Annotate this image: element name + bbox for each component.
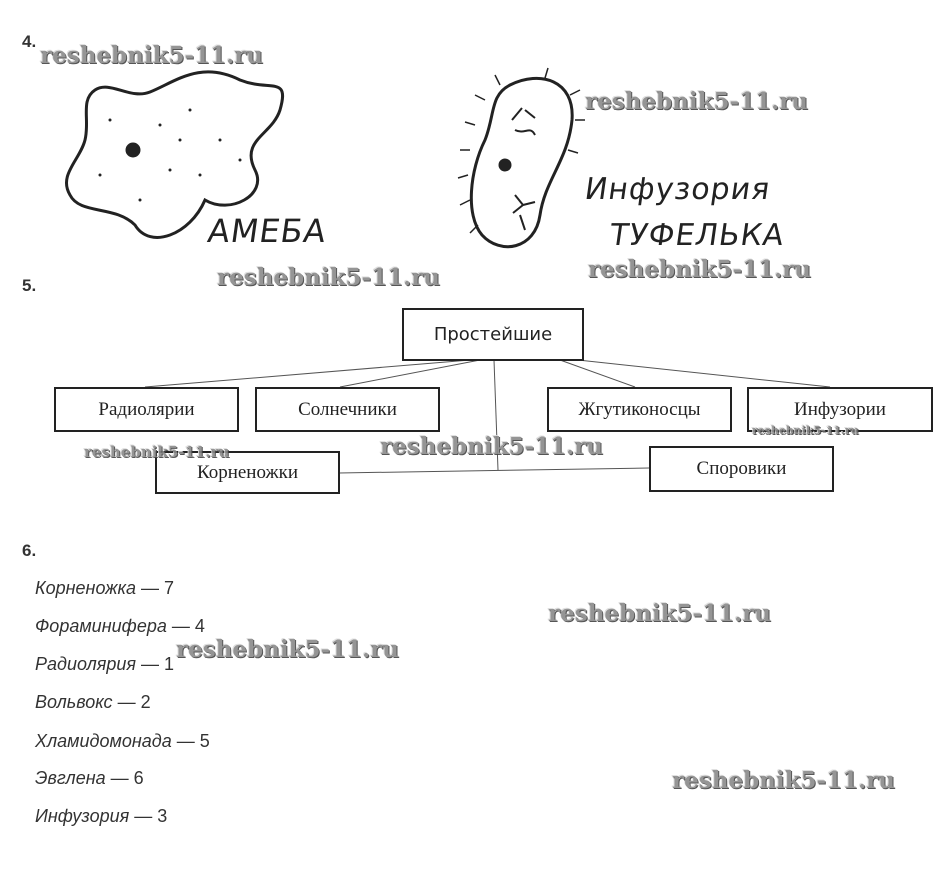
paramecium-label-line2: ТУФЕЛЬКА bbox=[607, 218, 787, 253]
diagram-box-radiolaria: Радиолярии bbox=[54, 387, 239, 432]
list-item: Инфузория — 3 bbox=[35, 806, 168, 826]
list-item: Фораминифера — 4 bbox=[35, 616, 205, 636]
list-item: Эвглена — 6 bbox=[35, 768, 144, 788]
watermark: reshebnik5-11.ru bbox=[588, 256, 811, 283]
watermark: reshebnik5-11.ru bbox=[380, 433, 603, 460]
diagram-root-box: Простейшие bbox=[402, 308, 584, 361]
diagram-box-sporozoa: Споровики bbox=[649, 446, 834, 492]
task-5-number: 5. bbox=[22, 276, 37, 295]
watermark: reshebnik5-11.ru bbox=[217, 264, 440, 291]
list-item: Радиолярия — 1 bbox=[35, 654, 175, 674]
diagram-box-rhizopoda: Корненожки bbox=[155, 451, 340, 494]
task-4-number: 4. bbox=[22, 32, 37, 51]
amoeba-label: АМЕБА bbox=[205, 212, 330, 250]
watermark: reshebnik5-11.ru bbox=[672, 767, 895, 794]
task-6-number: 6. bbox=[22, 541, 37, 560]
watermark: reshebnik5-11.ru bbox=[40, 42, 263, 69]
diagram-box-flagellates: Жгутиконосцы bbox=[547, 387, 732, 432]
watermark: reshebnik5-11.ru bbox=[84, 443, 230, 461]
list-item: Хламидомонада — 5 bbox=[35, 731, 210, 751]
list-item: Вольвокс — 2 bbox=[35, 692, 151, 712]
watermark: reshebnik5-11.ru bbox=[585, 88, 808, 115]
diagram-connectors bbox=[144, 359, 831, 474]
paramecium-drawing bbox=[457, 67, 585, 249]
watermark: reshebnik5-11.ru bbox=[176, 636, 399, 663]
paramecium-label-line1: Инфузория bbox=[582, 172, 773, 207]
diagram-box-ciliates: Инфузории bbox=[747, 387, 933, 432]
amoeba-drawing bbox=[64, 70, 285, 239]
watermark: reshebnik5-11.ru bbox=[752, 424, 859, 437]
watermark: reshebnik5-11.ru bbox=[548, 600, 771, 627]
diagram-box-heliozoa: Солнечники bbox=[255, 387, 440, 432]
list-item: Корненожка — 7 bbox=[35, 578, 174, 598]
